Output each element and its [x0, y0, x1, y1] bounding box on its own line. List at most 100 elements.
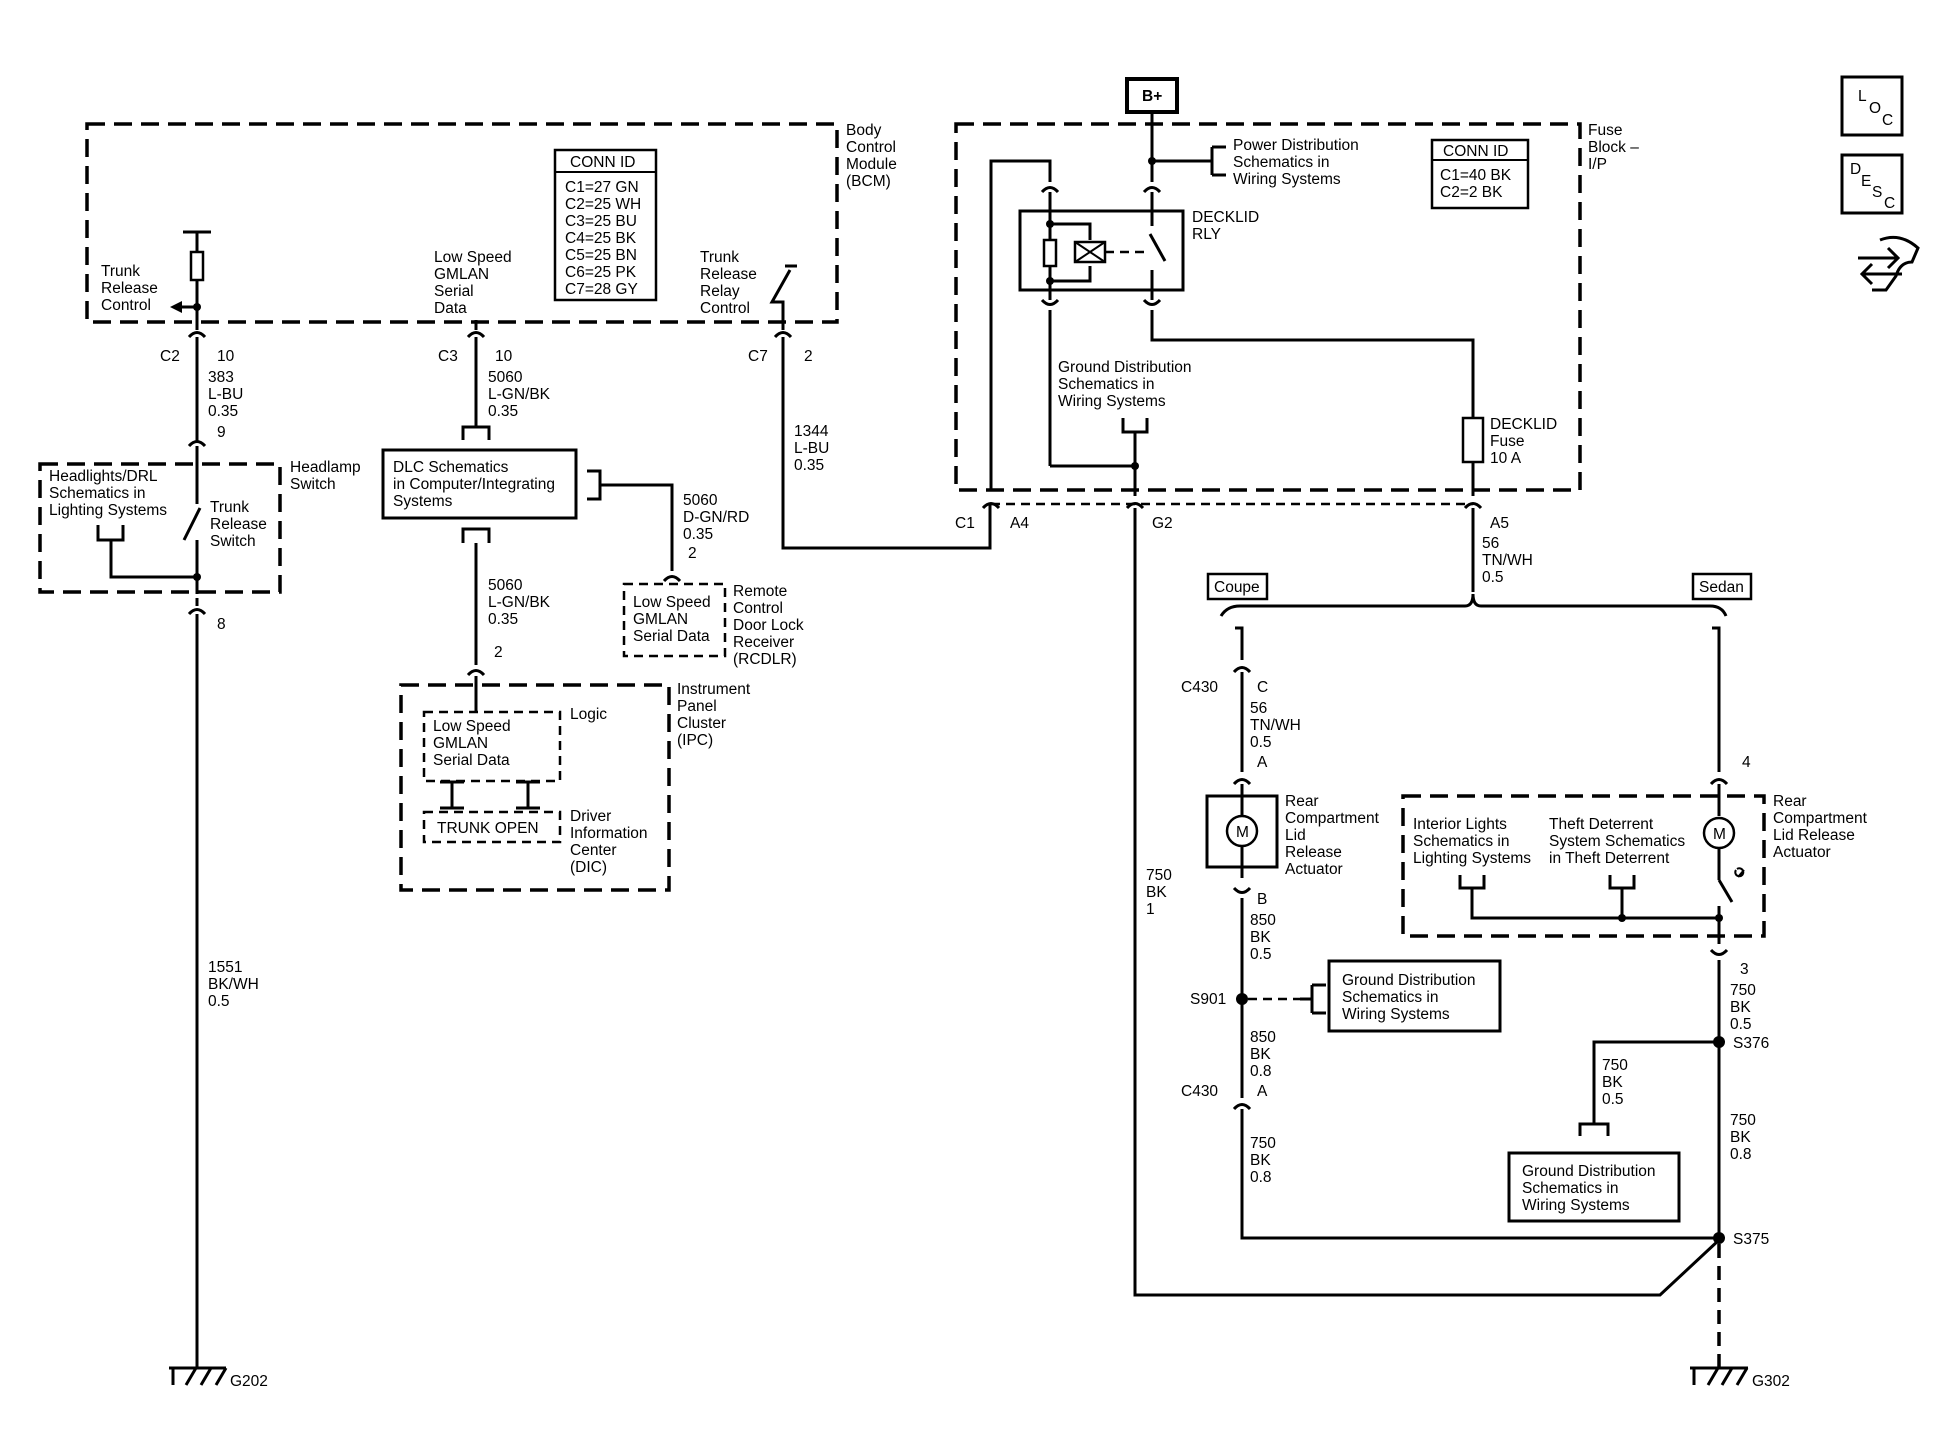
sedan-ground-dist-label: Ground Distribution Schematics in Wiring… [1522, 1163, 1660, 1214]
decklid-relay-label: DECKLID RLY [1192, 209, 1264, 243]
ground-g302: G302 [1752, 1373, 1790, 1390]
fuse-c1: C1 [955, 515, 975, 532]
desc-s: S [1872, 184, 1882, 201]
sedan-ground-dist-box [1507, 1151, 1681, 1223]
wire-56-a: 56 TN/WH 0.5 [1482, 535, 1537, 586]
fuse-block-label: Fuse Block – I/P [1588, 122, 1643, 173]
coupe-pin-a2: A [1257, 1083, 1268, 1100]
theft-deterrent-label: Theft Deterrent System Schematics in The… [1549, 816, 1689, 867]
ground-g202: G202 [230, 1373, 268, 1390]
desc-d: D [1850, 161, 1861, 178]
wire-750-b: 750 BK 0.8 [1250, 1135, 1280, 1186]
wire-56-b: 56 TN/WH 0.5 [1250, 700, 1305, 751]
bplus-label: B+ [1142, 88, 1162, 105]
ipc-gmlan-label: Low Speed GMLAN Serial Data [433, 718, 515, 769]
fuse-g2: G2 [1152, 515, 1173, 532]
wire-750-c: 750 BK 0.5 [1730, 982, 1760, 1033]
fuse-a5: A5 [1490, 515, 1509, 532]
bcm-conn-table [553, 148, 658, 302]
coupe-box [1206, 572, 1269, 601]
coupe-ground-dist-label: Ground Distribution Schematics in Wiring… [1342, 972, 1480, 1023]
dic-label: Driver Information Center (DIC) [570, 808, 652, 876]
trunk-release-relay-label: Trunk Release Relay Control [700, 249, 761, 317]
splice-s375: S375 [1733, 1231, 1769, 1248]
fuse-block-conn-table [1430, 138, 1530, 210]
bcm-gmlan-label: Low Speed GMLAN Serial Data [434, 249, 516, 317]
wire-5060-b: 5060 D-GN/RD 0.35 [683, 492, 754, 543]
trunk-release-control-label: Trunk Release Control [101, 263, 162, 314]
pin-ipc: 2 [494, 644, 503, 661]
wire-1551: 1551 BK/WH 0.5 [208, 959, 263, 1010]
trunk-open-box [422, 810, 562, 844]
pin-c2: C2 [160, 348, 180, 365]
ground-g302-icon [1690, 1366, 1749, 1386]
ipc-outline [399, 683, 671, 892]
interior-lights-label: Interior Lights Schematics in Lighting S… [1413, 816, 1531, 867]
rcdlr-label: Remote Control Door Lock Receiver (RCDLR… [733, 583, 808, 668]
bcm-outline [85, 122, 839, 324]
fuse-ground-dist-label: Ground Distribution Schematics in Wiring… [1058, 359, 1196, 410]
ipc-gmlan-box [422, 710, 562, 783]
decklid-fuse [1461, 416, 1485, 464]
drl-schematics-label: Headlights/DRL Schematics in Lighting Sy… [49, 468, 167, 519]
sedan-module-outline [1401, 794, 1766, 938]
dlc-box [381, 448, 578, 520]
wire-5060-c: 5060 L-GN/BK 0.35 [488, 577, 554, 628]
sedan-label: Sedan [1699, 579, 1744, 596]
coupe-c430-bottom: C430 [1181, 1083, 1218, 1100]
coupe-pin-a: A [1257, 754, 1268, 771]
ipc-label: Instrument Panel Cluster (IPC) [677, 681, 755, 749]
desc-icon[interactable]: D E S C [1840, 153, 1904, 215]
pin-c3-num: 10 [495, 348, 513, 365]
coupe-c430-top: C430 [1181, 679, 1218, 696]
fuse-a4: A4 [1010, 515, 1029, 532]
sedan-motor-label: M [1713, 826, 1726, 843]
wire-850-b: 850 BK 0.8 [1250, 1029, 1280, 1080]
bcm-label: Body Control Module (BCM) [846, 122, 901, 190]
pin-rcdlr: 2 [688, 545, 697, 562]
pin-c2-num: 10 [217, 348, 235, 365]
power-dist-label: Power Distribution Schematics in Wiring … [1233, 137, 1363, 188]
fuse-block-outline [954, 122, 1582, 492]
pin-hs-top: 9 [217, 424, 226, 441]
pin-c7: C7 [748, 348, 768, 365]
splice-s376: S376 [1733, 1035, 1769, 1052]
wire-850-a: 850 BK 0.5 [1250, 912, 1280, 963]
fuse-conn-list: C1=40 BK C2=2 BK [1440, 167, 1515, 201]
coupe-ground-dist-box [1327, 959, 1502, 1033]
loc-o: O [1869, 100, 1881, 117]
connector-view-icon[interactable] [1858, 235, 1920, 292]
coupe-label: Coupe [1214, 579, 1260, 596]
fuse-conn-title: CONN ID [1443, 143, 1508, 160]
ground-g202-icon [169, 1366, 228, 1386]
pin-c7-num: 2 [804, 348, 813, 365]
loc-l: L [1858, 88, 1867, 105]
pin-hs-bottom: 8 [217, 616, 226, 633]
headlamp-switch-label: Headlamp Switch [290, 459, 365, 493]
coupe-pin-c: C [1257, 679, 1268, 696]
bcm-conn-title: CONN ID [570, 154, 635, 171]
coupe-motor-label: M [1236, 824, 1249, 841]
wire-5060-a: 5060 L-GN/BK 0.35 [488, 369, 554, 420]
coupe-actuator-label: Rear Compartment Lid Release Actuator [1285, 793, 1383, 878]
sedan-actuator-label: Rear Compartment Lid Release Actuator [1773, 793, 1871, 861]
wire-1344: 1344 L-BU 0.35 [794, 423, 834, 474]
headlamp-switch-outline [38, 462, 282, 594]
trunk-release-switch-label: Trunk Release Switch [210, 499, 271, 550]
dlc-label: DLC Schematics in Computer/Integrating S… [393, 459, 559, 510]
rcdlr-box [622, 582, 727, 658]
desc-c: C [1884, 195, 1895, 212]
loc-icon[interactable]: L O C [1840, 75, 1904, 137]
wire-750-a: 750 BK 1 [1146, 867, 1176, 918]
wire-750-d: 750 BK 0.5 [1602, 1057, 1632, 1108]
sedan-box [1691, 572, 1753, 601]
loc-c: C [1882, 112, 1893, 129]
splice-s901: S901 [1190, 991, 1226, 1008]
desc-e: E [1861, 173, 1871, 190]
trunk-open-label: TRUNK OPEN [437, 820, 539, 837]
sedan-pin-3: 3 [1740, 961, 1749, 978]
bplus-box [1125, 77, 1179, 114]
bcm-conn-list: C1=27 GN C2=25 WH C3=25 BU C4=25 BK C5=2… [565, 179, 646, 298]
ipc-logic: Logic [570, 706, 607, 723]
